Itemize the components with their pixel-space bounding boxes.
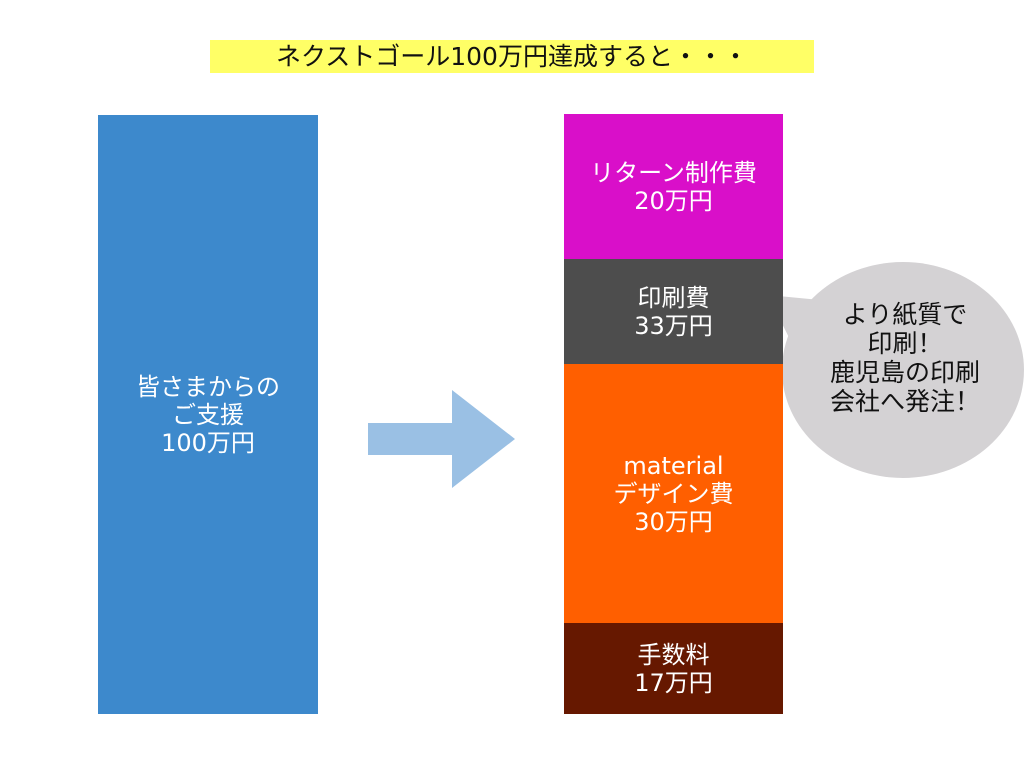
segment-amount: 33万円 <box>634 311 713 340</box>
right-arrow-icon <box>368 390 515 488</box>
segment-design-cost: material デザイン費 30万円 <box>564 364 783 623</box>
page-title: ネクストゴール100万円達成すると・・・ <box>210 40 814 73</box>
segment-label: 印刷費 <box>637 283 710 312</box>
segment-fee: 手数料 17万円 <box>564 623 783 714</box>
support-amount: 100万円 <box>161 428 255 457</box>
bubble-line: 会社へ発注！ <box>829 387 980 416</box>
segment-label: リターン制作費 <box>590 158 757 187</box>
segment-label: 手数料 <box>637 640 710 669</box>
bubble-text: より紙質で 印刷！ 鹿児島の印刷 会社へ発注！ <box>790 300 1020 416</box>
segment-amount: 30万円 <box>634 507 713 536</box>
segment-amount: 20万円 <box>634 186 713 215</box>
bubble-line: より紙質で <box>842 300 968 329</box>
support-line: ご支援 <box>172 400 244 429</box>
bubble-line: 鹿児島の印刷 <box>829 358 980 387</box>
segment-label: material <box>623 451 724 480</box>
segment-return-cost: リターン制作費 20万円 <box>564 114 783 259</box>
bubble-line: 印刷！ <box>867 329 943 358</box>
support-total-box: 皆さまからの ご支援 100万円 <box>98 115 318 714</box>
segment-printing-cost: 印刷費 33万円 <box>564 259 783 364</box>
segment-amount: 17万円 <box>634 668 713 697</box>
segment-label: デザイン費 <box>613 479 734 508</box>
support-line: 皆さまからの <box>136 372 280 401</box>
